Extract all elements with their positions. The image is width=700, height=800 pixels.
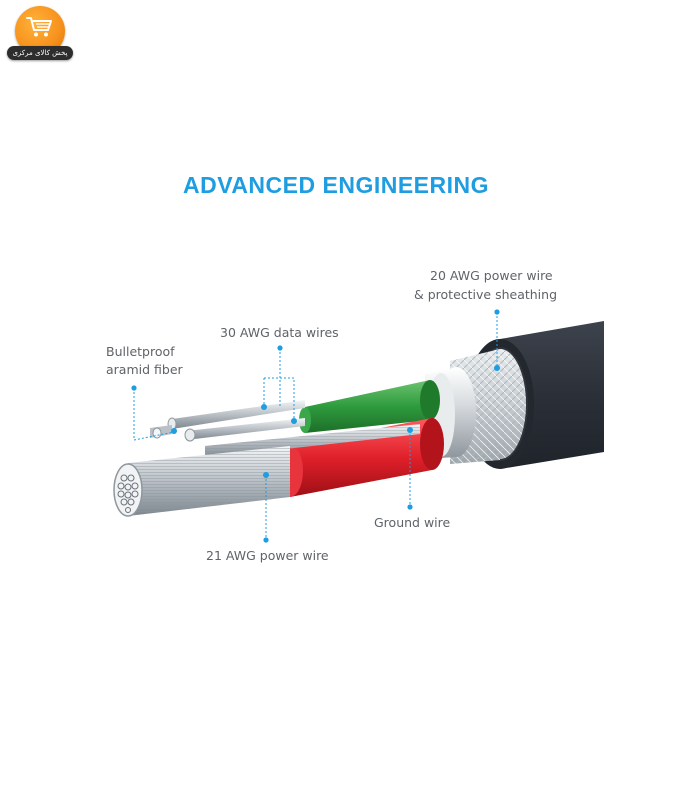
label-bulletproof: Bulletproof [106, 344, 175, 359]
logo-ribbon-text: پخش کالای مرکزی [7, 46, 73, 60]
store-logo[interactable]: پخش کالای مرکزی [7, 6, 73, 60]
leader-lines [133, 312, 498, 540]
label-30awg-data-wires: 30 AWG data wires [220, 325, 339, 340]
green-data-wire [299, 380, 440, 433]
label-20awg-power-wire: 20 AWG power wire [430, 268, 553, 283]
label-aramid-fiber: aramid fiber [106, 362, 184, 377]
label-protective-sheathing: & protective sheathing [414, 287, 557, 302]
power-wire-strands [113, 446, 290, 517]
label-ground-wire: Ground wire [374, 515, 451, 530]
callout-dots [131, 309, 500, 543]
shopping-cart-icon [26, 17, 52, 37]
data-wire-strands [150, 400, 305, 442]
label-21awg-power-wire: 21 AWG power wire [206, 548, 329, 563]
page-title: ADVANCED ENGINEERING [182, 172, 490, 198]
